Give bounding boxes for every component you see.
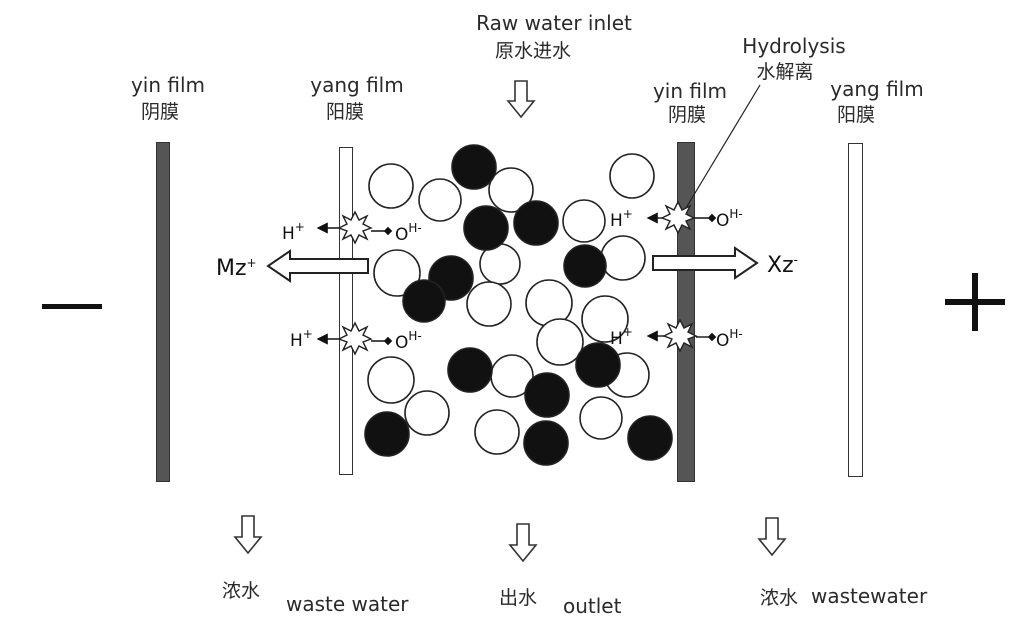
concentrate-left-label-en: waste water <box>286 592 409 616</box>
concentrate-left-down-arrow-icon <box>233 515 263 555</box>
inlet-down-arrow-icon <box>506 80 536 119</box>
oh-minus-left-upper: OH- <box>395 221 422 245</box>
resin-beads-light <box>367 153 655 455</box>
outlet-label-en: outlet <box>563 594 622 618</box>
h-plus-right-lower: H+ <box>610 325 633 349</box>
hydrolysis-label-cn: 水解离 <box>756 61 814 83</box>
cation-label: Mz+ <box>216 256 257 281</box>
anion-label: Xz- <box>767 253 798 278</box>
minus-sign-icon <box>42 304 102 309</box>
oh-minus-left-lower: OH- <box>395 329 422 353</box>
yang-film-left-label-cn: 阳膜 <box>325 101 365 123</box>
anion-right-arrow-icon <box>652 246 759 280</box>
hydrolysis-burst-right-upper-icon <box>660 200 696 235</box>
hydrolysis-label-en: Hydrolysis <box>742 34 846 58</box>
raw-water-inlet-label-cn: 原水进水 <box>494 40 572 62</box>
hydrolysis-burst-right-lower-icon <box>662 318 698 353</box>
hydrolysis-leader-line <box>685 84 761 209</box>
hydrolysis-burst-left-upper-icon <box>337 210 373 245</box>
resin-beads-dark <box>364 144 673 466</box>
oh-minus-right-upper: OH- <box>716 207 743 231</box>
yang-film-right-label-cn: 阳膜 <box>836 104 876 126</box>
plus-sign-vertical <box>972 273 978 331</box>
yin-film-right-label-cn: 阴膜 <box>667 104 707 126</box>
concentrate-right-down-arrow-icon <box>757 517 787 557</box>
cation-left-arrow-icon <box>266 249 369 283</box>
yang-film-right-label-en: yang film <box>830 77 924 101</box>
yang-film-left-label-en: yang film <box>310 73 404 97</box>
h-plus-left-upper: H+ <box>282 220 305 244</box>
yin-membrane-left <box>156 142 170 482</box>
yin-film-left-label-en: yin film <box>130 73 206 97</box>
h-plus-right-upper: H+ <box>610 207 633 231</box>
yin-film-right-label-en: yin film <box>652 79 728 103</box>
raw-water-inlet-label-en: Raw water inlet <box>476 11 632 35</box>
concentrate-right-label-en: wastewater <box>811 584 928 608</box>
concentrate-left-label-cn: 浓水 <box>222 580 261 602</box>
outlet-label-cn: 出水 <box>499 587 538 609</box>
yang-membrane-right <box>848 143 863 477</box>
oh-minus-right-lower: OH- <box>716 327 743 351</box>
outlet-down-arrow-icon <box>508 523 538 563</box>
hydrolysis-burst-left-lower-icon <box>337 321 373 356</box>
yin-film-left-label-cn: 阴膜 <box>140 101 180 123</box>
concentrate-right-label-cn: 浓水 <box>760 587 799 609</box>
h-plus-left-lower: H+ <box>290 327 313 351</box>
